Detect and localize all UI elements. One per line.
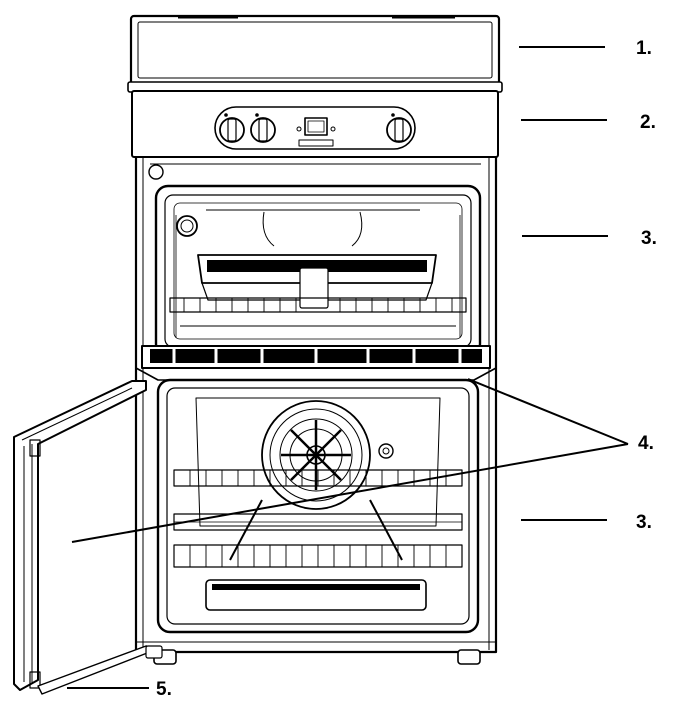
main-oven-door-open [13, 380, 163, 695]
main-oven-shelf [173, 469, 463, 487]
callout-4: 4. [638, 433, 654, 454]
main-oven [156, 378, 480, 634]
leader-line-4-lower [71, 443, 629, 543]
callout-2: 2. [640, 112, 656, 133]
control-knob-icon [386, 117, 412, 143]
oven-light-icon [378, 443, 394, 459]
control-panel [131, 90, 499, 158]
oven-fan-icon [261, 400, 371, 510]
main-oven-shelf [173, 499, 463, 568]
timer-display [296, 117, 336, 147]
top-oven-shelf [169, 297, 467, 313]
control-knob-icon [219, 117, 245, 143]
oven-light-icon [176, 215, 198, 237]
top-oven [154, 184, 482, 358]
callout-1: 1. [636, 38, 652, 59]
callout-5: 5. [156, 679, 172, 700]
hob-lid [127, 14, 503, 93]
leader-line-4-upper [467, 378, 629, 445]
cabinet [134, 157, 498, 665]
callout-3-top: 3. [641, 228, 657, 249]
leader-lines [67, 46, 629, 689]
callout-3-bottom: 3. [636, 512, 652, 533]
grill-pan [197, 254, 437, 309]
top-oven-inner-door [135, 345, 497, 381]
main-oven-shelf [173, 513, 463, 531]
cooker-illustration [13, 14, 503, 695]
control-knob-icon [250, 117, 276, 143]
